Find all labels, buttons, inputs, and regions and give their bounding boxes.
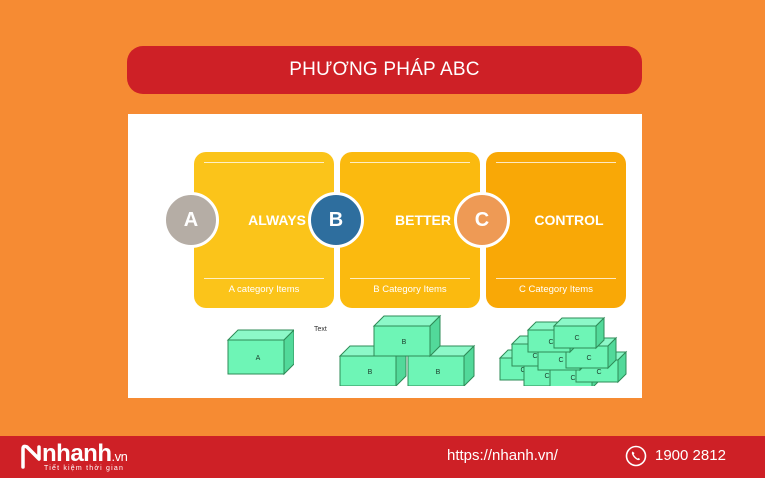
box-label: C — [570, 375, 575, 382]
box-label: B — [368, 369, 373, 376]
logo-wordmark: nhanh.vn — [42, 440, 128, 467]
box-label: C — [548, 339, 553, 346]
divider — [204, 278, 324, 279]
box-label: C — [544, 373, 549, 380]
divider — [350, 162, 470, 163]
box-label: C — [520, 367, 525, 374]
card-control: CONTROL C Category Items — [486, 152, 626, 308]
box-label: A — [256, 355, 261, 362]
card-category-label: A category Items — [228, 284, 300, 295]
box-stack-a: A — [226, 329, 294, 376]
divider — [204, 162, 324, 163]
card-word: ALWAYS — [248, 212, 306, 228]
page-title: PHƯƠNG PHÁP ABC — [289, 59, 480, 80]
text-label: Text — [314, 326, 327, 333]
box-label: C — [558, 357, 563, 364]
card-word: BETTER — [395, 212, 451, 228]
box: B — [372, 314, 442, 358]
box-label: C — [586, 355, 591, 362]
n-swoosh-logo-icon — [21, 444, 41, 469]
abc-diagram-panel: ALWAYS A category Items BETTER B Categor… — [128, 114, 642, 398]
box-label: B — [402, 339, 407, 346]
box-label: C — [574, 335, 579, 342]
phone-icon — [625, 445, 647, 467]
divider — [350, 278, 470, 279]
box-label: C — [532, 353, 537, 360]
divider — [496, 162, 616, 163]
circle-b: B — [308, 192, 364, 248]
box-label: C — [596, 369, 601, 376]
nhanh-logo[interactable]: nhanh.vn Tiết kiệm thời gian — [20, 440, 160, 474]
circle-a: A — [163, 192, 219, 248]
card-category-label: C Category Items — [519, 284, 593, 295]
website-link[interactable]: https://nhanh.vn/ — [447, 447, 558, 464]
circle-c: C — [454, 192, 510, 248]
box: A — [226, 329, 294, 376]
card-category-label: B Category Items — [373, 284, 447, 295]
phone-number[interactable]: 1900 2812 — [655, 447, 726, 464]
box-label: B — [436, 369, 441, 376]
card-word: CONTROL — [534, 212, 604, 228]
logo-tagline: Tiết kiệm thời gian — [44, 465, 125, 472]
divider — [496, 278, 616, 279]
box-stack-b: B B B — [338, 314, 476, 386]
footer-bar: nhanh.vn Tiết kiệm thời gian https://nha… — [0, 436, 765, 478]
box: C — [552, 316, 606, 350]
title-banner: PHƯƠNG PHÁP ABC — [127, 46, 642, 94]
